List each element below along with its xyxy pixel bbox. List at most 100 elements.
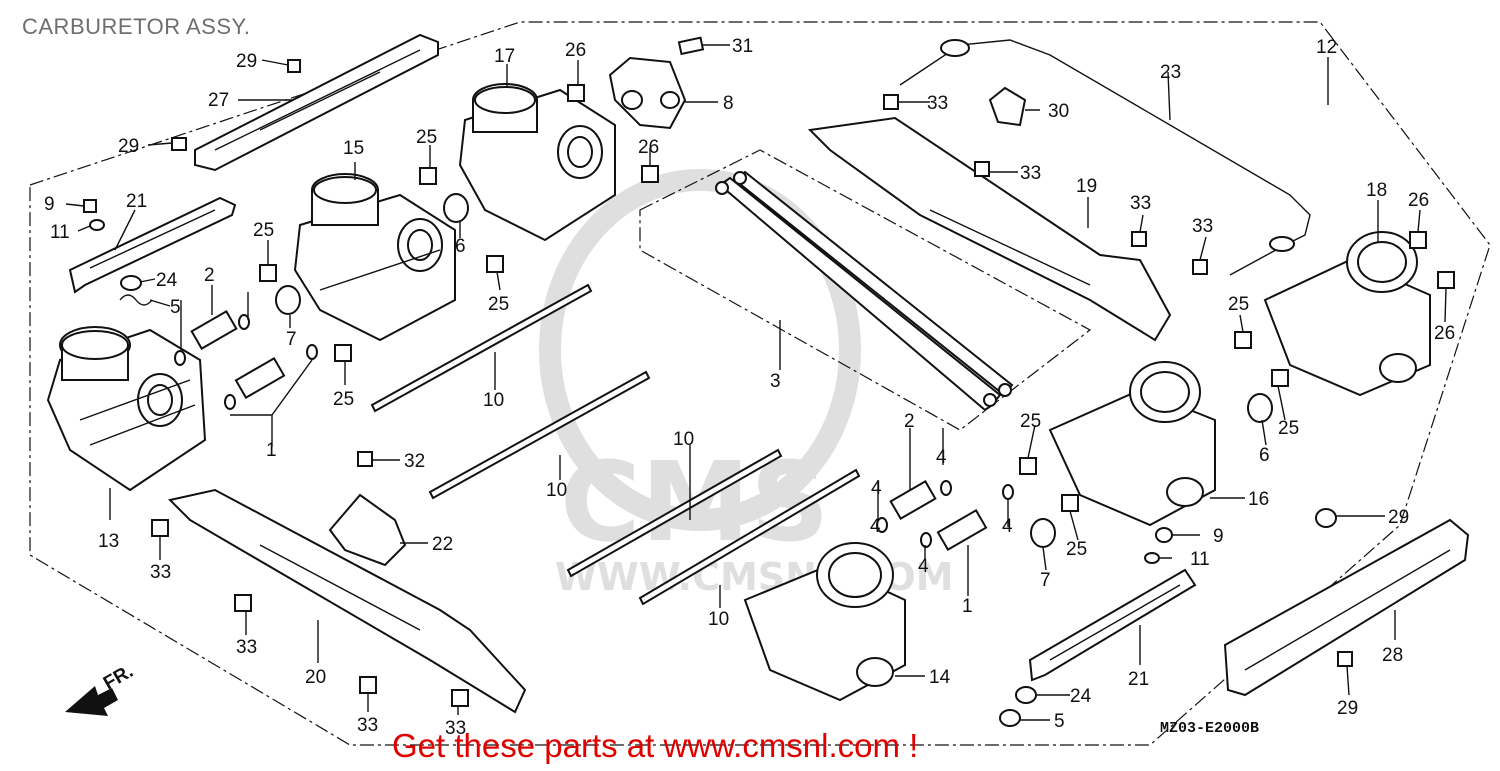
callout-16: 16 [1248, 489, 1269, 510]
cable-23 [899, 39, 1311, 276]
callout-24: 24 [156, 270, 178, 291]
callout-6: 6 [1259, 445, 1270, 466]
stay-19 [807, 116, 1172, 342]
callout-33: 33 [927, 93, 948, 114]
callout-2: 2 [204, 265, 215, 286]
rail-boundary [639, 149, 1092, 431]
callout-25: 25 [333, 389, 354, 410]
assembly-boundary [29, 21, 1491, 746]
callout-9: 9 [1213, 526, 1224, 547]
callout-15: 15 [343, 138, 364, 159]
carburetor-15 [293, 173, 456, 342]
callout-10: 10 [483, 390, 504, 411]
callout-25: 25 [1066, 539, 1087, 560]
callout-33: 33 [445, 718, 466, 739]
callout-4: 4 [918, 556, 929, 577]
callout-23: 23 [1160, 62, 1181, 83]
callout-26: 26 [638, 137, 659, 158]
callout-13: 13 [98, 531, 119, 552]
callout-25: 25 [488, 294, 509, 315]
callout-20: 20 [305, 667, 326, 688]
link-plate-21-right [1028, 568, 1197, 682]
callout-25: 25 [1228, 294, 1249, 315]
callout-12: 12 [1316, 37, 1337, 58]
callout-6: 6 [455, 236, 466, 257]
callout-19: 19 [1076, 176, 1097, 197]
callout-11: 11 [50, 222, 70, 243]
front-indicator-label: FR. [100, 661, 137, 694]
carburetor-13 [46, 326, 207, 492]
callout-27: 27 [208, 90, 229, 111]
callout-29: 29 [118, 136, 139, 157]
callout-22: 22 [432, 534, 453, 555]
callout-10: 10 [673, 429, 694, 450]
bracket-22 [328, 493, 407, 567]
callout-33: 33 [357, 715, 378, 736]
callout-9: 9 [44, 194, 55, 215]
callout-29: 29 [236, 51, 257, 72]
carburetor-17 [458, 83, 616, 242]
screw-31 [677, 36, 705, 56]
carburetor-16 [1048, 361, 1216, 527]
shop-link-banner[interactable]: Get these parts at www.cmsnl.com ! [392, 727, 919, 764]
callout-8: 8 [723, 93, 734, 114]
page-title: CARBURETOR ASSY. [22, 14, 251, 39]
diagram-code: MZ03-E2000B [1160, 720, 1260, 737]
callout-labels: 29 27 29 9 21 11 24 5 2 25 7 1 25 13 15 … [44, 36, 1455, 739]
link-plate-21-left [68, 196, 237, 294]
manifold-28 [1223, 518, 1470, 697]
carburetor-18 [1263, 231, 1431, 397]
carburetor-14 [743, 542, 906, 702]
callout-33: 33 [236, 637, 257, 658]
callout-29: 29 [1388, 507, 1409, 528]
callout-21: 21 [1128, 669, 1149, 690]
callout-17: 17 [494, 46, 515, 67]
callout-30: 30 [1048, 101, 1069, 122]
callout-1: 1 [962, 596, 973, 617]
cover-8 [608, 56, 687, 130]
callout-33: 33 [150, 562, 171, 583]
callout-21: 21 [126, 191, 147, 212]
callout-2: 2 [904, 411, 915, 432]
callout-5: 5 [170, 297, 181, 318]
callout-24: 24 [1070, 686, 1092, 707]
callout-5: 5 [1054, 711, 1065, 732]
callout-29: 29 [1337, 698, 1358, 719]
manifold-27 [194, 33, 439, 172]
callout-11: 11 [1190, 549, 1210, 570]
callout-10: 10 [546, 480, 567, 501]
callout-33: 33 [1192, 216, 1213, 237]
callout-28: 28 [1382, 645, 1403, 666]
callout-25: 25 [1020, 411, 1041, 432]
callout-4: 4 [1002, 516, 1013, 537]
rail-3 [715, 170, 1014, 412]
callout-4: 4 [870, 516, 881, 537]
callout-26: 26 [565, 40, 586, 61]
callout-25: 25 [416, 127, 437, 148]
callout-31: 31 [732, 36, 753, 57]
callout-25: 25 [1278, 418, 1299, 439]
clamp-30 [988, 86, 1027, 127]
leader-lines [65, 44, 1447, 721]
small-parts [83, 59, 1455, 727]
callout-3: 3 [770, 371, 781, 392]
callout-1: 1 [266, 440, 277, 461]
front-arrow-icon: FR. [65, 661, 137, 716]
callout-4: 4 [936, 447, 947, 468]
callout-32: 32 [404, 451, 425, 472]
callout-33: 33 [1130, 193, 1151, 214]
shafts-10 [370, 283, 861, 606]
callout-26: 26 [1434, 323, 1455, 344]
callout-14: 14 [929, 667, 951, 688]
callout-25: 25 [253, 220, 274, 241]
stay-20 [168, 488, 527, 714]
callout-10: 10 [708, 609, 729, 630]
callout-7: 7 [286, 329, 297, 350]
callout-7: 7 [1040, 570, 1051, 591]
callout-26: 26 [1408, 190, 1429, 211]
callout-4: 4 [871, 478, 882, 499]
callout-18: 18 [1366, 180, 1387, 201]
callout-33: 33 [1020, 163, 1041, 184]
